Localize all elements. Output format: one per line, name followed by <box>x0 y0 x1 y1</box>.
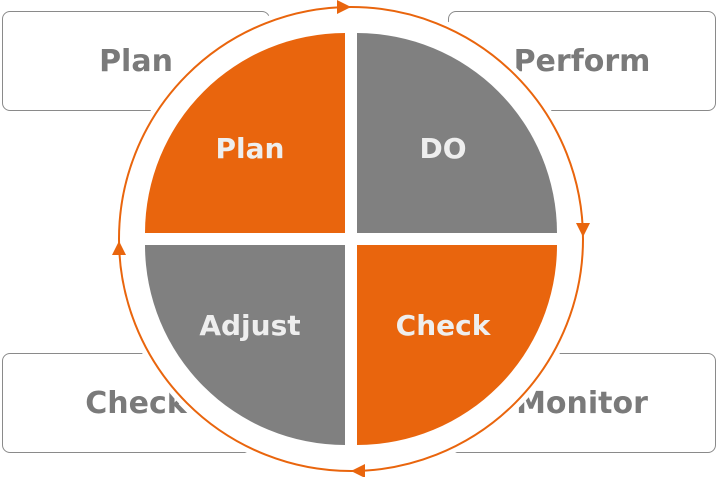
plan-quadrant <box>145 33 345 233</box>
adjust-quadrant-label: Adjust <box>199 309 300 342</box>
arrow-left-icon <box>112 241 126 255</box>
monitor-box: Monitor <box>448 353 716 453</box>
monitor-box-label: Monitor <box>516 385 648 421</box>
adjust-quadrant <box>145 245 345 445</box>
arrow-right-icon <box>576 223 590 237</box>
check-quadrant-label: Check <box>396 309 492 342</box>
arrow-bottom-icon <box>351 464 365 477</box>
perform-box-label: Perform <box>513 43 651 79</box>
check-quadrant <box>357 245 557 445</box>
perform-box: Perform <box>448 11 716 111</box>
plan-quadrant-label: Plan <box>216 132 285 165</box>
do-quadrant-label: DO <box>419 132 466 165</box>
arrow-top-icon <box>337 0 351 14</box>
plan-box-label: Plan <box>99 43 173 79</box>
cycle-background <box>113 1 589 477</box>
do-quadrant <box>357 33 557 233</box>
